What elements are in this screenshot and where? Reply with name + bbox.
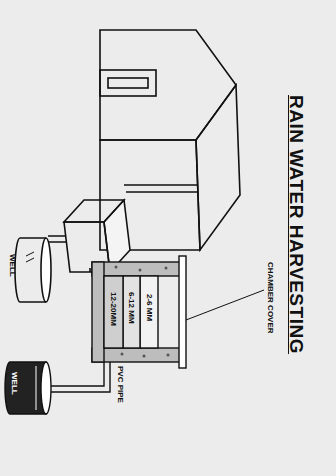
pipe-label: PVC PIPE bbox=[116, 366, 124, 403]
well-band bbox=[36, 366, 37, 410]
well-body bbox=[5, 362, 46, 414]
well-label: WELL bbox=[10, 372, 18, 395]
pit-floor bbox=[92, 262, 104, 362]
pvc-pipe bbox=[48, 362, 110, 392]
part-label: CHAMBER COVER bbox=[266, 262, 274, 334]
house-door-panel bbox=[108, 78, 148, 88]
filter-layer bbox=[104, 276, 123, 348]
filter-layer bbox=[123, 276, 140, 348]
layer-label: 6-12 MM bbox=[127, 292, 135, 324]
pit-wall bbox=[92, 348, 180, 362]
layer-label: 2-6 MM bbox=[145, 294, 153, 321]
diagram-title: RAIN WATER HARVESTING bbox=[287, 95, 306, 354]
pipe bbox=[48, 236, 67, 242]
well-label: WELL bbox=[8, 254, 16, 277]
filter-box-side bbox=[64, 200, 124, 222]
down-pipe bbox=[124, 185, 198, 192]
house-roof bbox=[196, 85, 240, 250]
well-top bbox=[41, 238, 51, 302]
layer-label: 12-20MM bbox=[109, 292, 117, 326]
house-door bbox=[100, 70, 156, 96]
house-front bbox=[100, 30, 236, 140]
well-mark bbox=[26, 252, 34, 262]
well-body bbox=[15, 238, 46, 302]
pit-wall bbox=[92, 262, 180, 276]
well-top bbox=[41, 362, 51, 414]
chamber-cover bbox=[179, 256, 186, 368]
filter-layer bbox=[140, 276, 158, 348]
leader-line bbox=[186, 290, 264, 320]
